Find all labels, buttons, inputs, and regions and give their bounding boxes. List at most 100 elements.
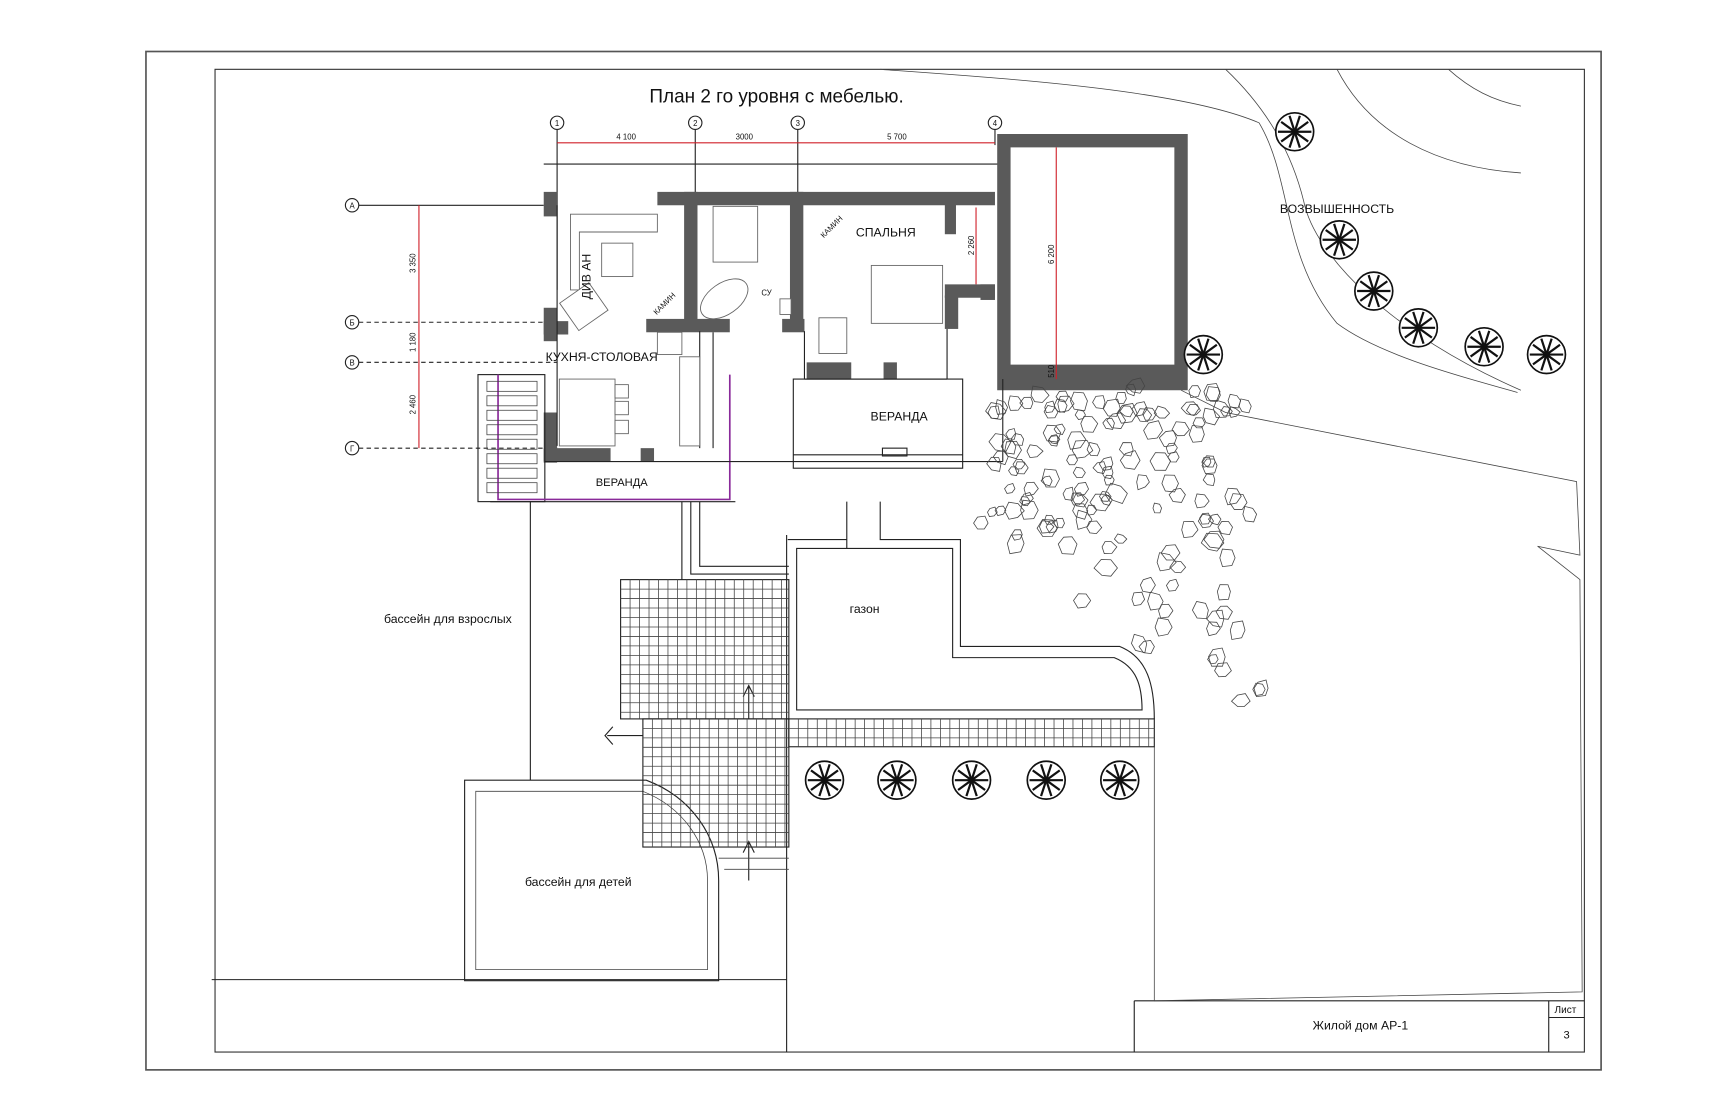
stone: [1125, 377, 1146, 394]
stone: [1030, 385, 1050, 403]
stone: [1004, 482, 1016, 494]
drawing-title: План 2 го уровня с мебелью.: [649, 87, 903, 108]
stone: [1192, 417, 1206, 429]
stone: [1074, 409, 1086, 420]
stone: [1044, 400, 1056, 414]
stone: [1194, 493, 1210, 509]
stone: [1229, 493, 1248, 510]
stone: [1200, 532, 1225, 552]
tree-icon: [1274, 111, 1315, 152]
stone: [1075, 509, 1093, 530]
stone: [1019, 396, 1034, 409]
drawing-label: В: [349, 359, 354, 368]
stone: [1167, 451, 1180, 463]
stone: [1131, 633, 1148, 654]
stone: [1191, 601, 1209, 620]
furniture: [558, 205, 944, 447]
stone: [1188, 425, 1205, 443]
stone: [1005, 428, 1017, 440]
stone: [1213, 399, 1231, 418]
stone: [1158, 603, 1174, 619]
stone: [1023, 481, 1039, 497]
stone: [1053, 517, 1065, 529]
stone: [1101, 465, 1114, 480]
tile-area: [642, 718, 790, 848]
stone: [1026, 444, 1044, 459]
step: [486, 409, 538, 421]
stone: [1067, 431, 1087, 450]
tree-icon: [804, 760, 845, 800]
sheet-label: Лист: [1555, 1005, 1577, 1016]
step: [486, 467, 538, 479]
drawing-label: 2: [693, 119, 697, 128]
row-axes: А Б В Г 3 350 1 180 2 460: [344, 198, 558, 456]
fireplace-label: КАМИН: [652, 291, 678, 317]
stone: [1180, 401, 1200, 416]
stone: [1206, 609, 1225, 628]
tree-icon: [1319, 220, 1360, 260]
stone: [1201, 456, 1212, 468]
stone: [1208, 647, 1226, 667]
stone: [1072, 466, 1086, 478]
hill-contours: [880, 68, 1583, 1002]
tree-icon: [1099, 760, 1140, 800]
stone: [987, 506, 998, 517]
drawing-label: Г: [350, 444, 355, 453]
stone: [1086, 442, 1101, 457]
bathroom-label: СУ: [761, 289, 771, 298]
stone: [1219, 548, 1236, 568]
stone: [1045, 520, 1059, 534]
tree-icon: [951, 760, 992, 800]
stone: [1153, 405, 1171, 419]
stone: [1207, 654, 1219, 665]
stone: [1020, 499, 1039, 520]
stone: [1161, 474, 1179, 493]
drawing-label: Б: [350, 319, 355, 328]
adult-pool-label: бассейн для взрослых: [384, 612, 512, 626]
stone: [1010, 433, 1025, 446]
stone: [994, 505, 1007, 517]
house-walls: [543, 191, 995, 463]
stone: [1158, 430, 1177, 448]
stone: [1020, 492, 1034, 506]
step: [486, 453, 538, 465]
sheet-number: 3: [1563, 1030, 1569, 1042]
stone: [1006, 534, 1025, 555]
tiled-paving: [486, 380, 1155, 848]
drawing-label: 6 200: [1047, 244, 1056, 264]
stone: [1205, 386, 1221, 402]
stone: [1228, 406, 1241, 418]
stone: [1229, 620, 1246, 640]
tree-icon: [1526, 334, 1567, 375]
stone: [1165, 578, 1179, 592]
stone: [1202, 473, 1216, 487]
stone: [1143, 420, 1163, 440]
stone: [1057, 395, 1075, 413]
stone: [1099, 491, 1112, 502]
fireplace-label: КАМИН: [819, 214, 845, 240]
kids-pool-label: бассейн для детей: [525, 875, 632, 889]
stone: [1149, 452, 1172, 471]
stone: [1069, 391, 1088, 412]
drawing-label: 2 460: [409, 394, 418, 414]
stone: [1181, 521, 1199, 539]
stone: [1168, 487, 1186, 503]
stone: [1086, 504, 1098, 516]
stone: [1252, 682, 1266, 697]
kitchen-label: КУХНЯ-СТОЛОВАЯ: [546, 350, 658, 364]
stone: [1092, 395, 1106, 410]
stone: [1207, 513, 1222, 526]
stone: [1073, 593, 1092, 609]
stone: [1012, 459, 1026, 470]
hill-label: ВОЗВЫШЕННОСТЬ: [1280, 202, 1394, 216]
stone: [1224, 487, 1242, 506]
stone: [1102, 417, 1115, 430]
stone: [1098, 456, 1114, 471]
stone: [1043, 405, 1059, 419]
stone: [1197, 513, 1214, 529]
stone: [1227, 393, 1242, 409]
stone: [1019, 496, 1031, 507]
stone: [1036, 519, 1058, 537]
stone: [1086, 520, 1103, 535]
stone: [1169, 560, 1187, 574]
